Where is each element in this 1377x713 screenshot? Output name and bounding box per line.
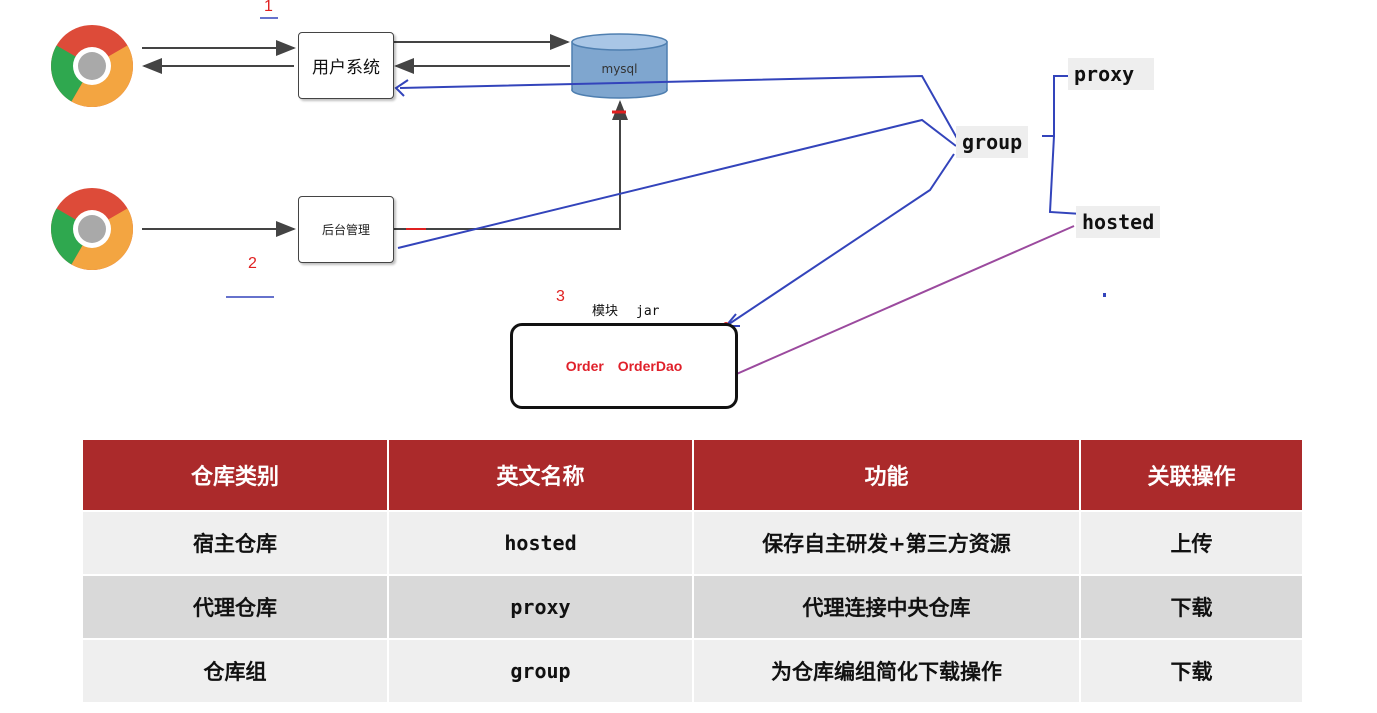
arrow-admin-to-mysql <box>394 100 628 230</box>
table-cell: group <box>388 639 694 704</box>
chrome-browser-icon <box>51 25 133 107</box>
table-cell: 仓库组 <box>83 639 389 704</box>
table-cell: 上传 <box>1080 511 1304 576</box>
module-caption-cn: 模块 <box>592 304 619 319</box>
table-header-row: 仓库类别 英文名称 功能 关联操作 <box>83 440 1304 512</box>
link-group-bracket <box>1048 135 1083 215</box>
chrome-browser-icon <box>51 188 133 270</box>
column-header: 功能 <box>693 440 1081 512</box>
link-group-to-module <box>725 153 955 327</box>
table-cell: proxy <box>388 575 694 640</box>
group-label: group <box>956 126 1029 158</box>
step-number-3: 3 <box>556 288 565 305</box>
table-row: 宿主仓库 hosted 保存自主研发+第三方资源 上传 <box>83 511 1304 576</box>
table-cell: 宿主仓库 <box>83 511 389 576</box>
table-cell: 代理连接中央仓库 <box>693 575 1081 640</box>
module-caption: 模块 jar <box>592 300 660 319</box>
column-header: 关联操作 <box>1080 440 1304 512</box>
link-group-to-user <box>399 74 959 141</box>
admin-box: 后台管理 <box>298 196 394 263</box>
table-cell: 为仓库编组简化下载操作 <box>693 639 1081 704</box>
link-group-to-admin <box>397 118 957 249</box>
database-cylinder-icon <box>571 33 668 99</box>
step-number-1: 1 <box>264 0 273 15</box>
table-cell: 保存自主研发+第三方资源 <box>693 511 1081 576</box>
column-header: 仓库类别 <box>83 440 389 512</box>
user-system-box: 用户系统 <box>298 32 394 99</box>
link-group-to-proxy-hosted <box>1042 75 1072 137</box>
repository-type-table: 仓库类别 英文名称 功能 关联操作 宿主仓库 hosted 保存自主研发+第三方… <box>83 440 1304 704</box>
mysql-label: mysql <box>601 62 638 76</box>
table-cell: hosted <box>388 511 694 576</box>
proxy-label: proxy <box>1068 58 1155 90</box>
arrowhead <box>394 79 409 97</box>
admin-label: 后台管理 <box>321 223 370 237</box>
small-dot <box>1103 293 1106 297</box>
step-number-2: 2 <box>248 255 257 272</box>
table-cell: 下载 <box>1080 575 1304 640</box>
table-row: 仓库组 group 为仓库编组简化下载操作 下载 <box>83 639 1304 704</box>
table-cell: 代理仓库 <box>83 575 389 640</box>
module-content: Order OrderDao <box>565 358 683 374</box>
hosted-label: hosted <box>1076 206 1161 238</box>
link-hosted-to-module <box>731 225 1075 377</box>
column-header: 英文名称 <box>388 440 694 512</box>
user-system-label: 用户系统 <box>312 58 380 78</box>
table-row: 代理仓库 proxy 代理连接中央仓库 下载 <box>83 575 1304 640</box>
module-box: Order OrderDao <box>510 323 738 409</box>
table-cell: 下载 <box>1080 639 1304 704</box>
module-caption-jar: jar <box>636 304 660 319</box>
